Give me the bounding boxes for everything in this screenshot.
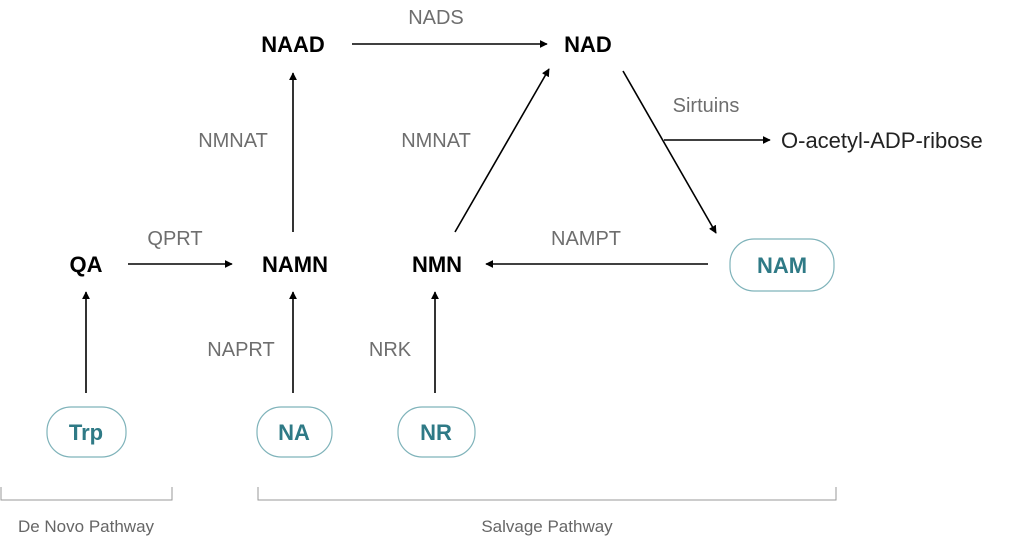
enzyme-nmnat-right: NMNAT bbox=[401, 130, 471, 152]
enzyme-nmnat-left: NMNAT bbox=[198, 130, 268, 152]
node-nad: NAD bbox=[564, 32, 612, 57]
enzyme-nampt: NAMPT bbox=[551, 228, 621, 250]
node-qa: QA bbox=[70, 252, 103, 277]
precursor-na: NA bbox=[278, 420, 310, 445]
precursor-nam-pill bbox=[729, 238, 835, 292]
label-de-novo-pathway: De Novo Pathway bbox=[18, 517, 155, 536]
arrow-nmn-to-nad bbox=[454, 68, 550, 233]
enzyme-qprt: QPRT bbox=[147, 228, 202, 250]
enzyme-sirtuins: Sirtuins bbox=[673, 95, 740, 117]
label-salvage-pathway: Salvage Pathway bbox=[481, 517, 613, 536]
bracket-salvage bbox=[257, 487, 837, 501]
product-o-acetyl-adp-ribose: O-acetyl-ADP-ribose bbox=[781, 128, 983, 153]
precursor-nr: NR bbox=[420, 420, 452, 445]
precursor-trp-pill bbox=[46, 406, 127, 458]
arrow-nad-to-nam bbox=[622, 70, 717, 234]
node-naad: NAAD bbox=[261, 32, 325, 57]
node-namn: NAMN bbox=[262, 252, 328, 277]
precursor-nam: NAM bbox=[757, 253, 807, 278]
bracket-de-novo bbox=[0, 487, 173, 501]
enzyme-nrk: NRK bbox=[369, 339, 412, 361]
node-nmn: NMN bbox=[412, 252, 462, 277]
precursor-nr-pill bbox=[397, 406, 476, 458]
precursor-na-pill bbox=[256, 406, 333, 458]
enzyme-naprt: NAPRT bbox=[207, 339, 274, 361]
precursor-trp: Trp bbox=[69, 420, 103, 445]
enzyme-nads: NADS bbox=[408, 7, 464, 29]
